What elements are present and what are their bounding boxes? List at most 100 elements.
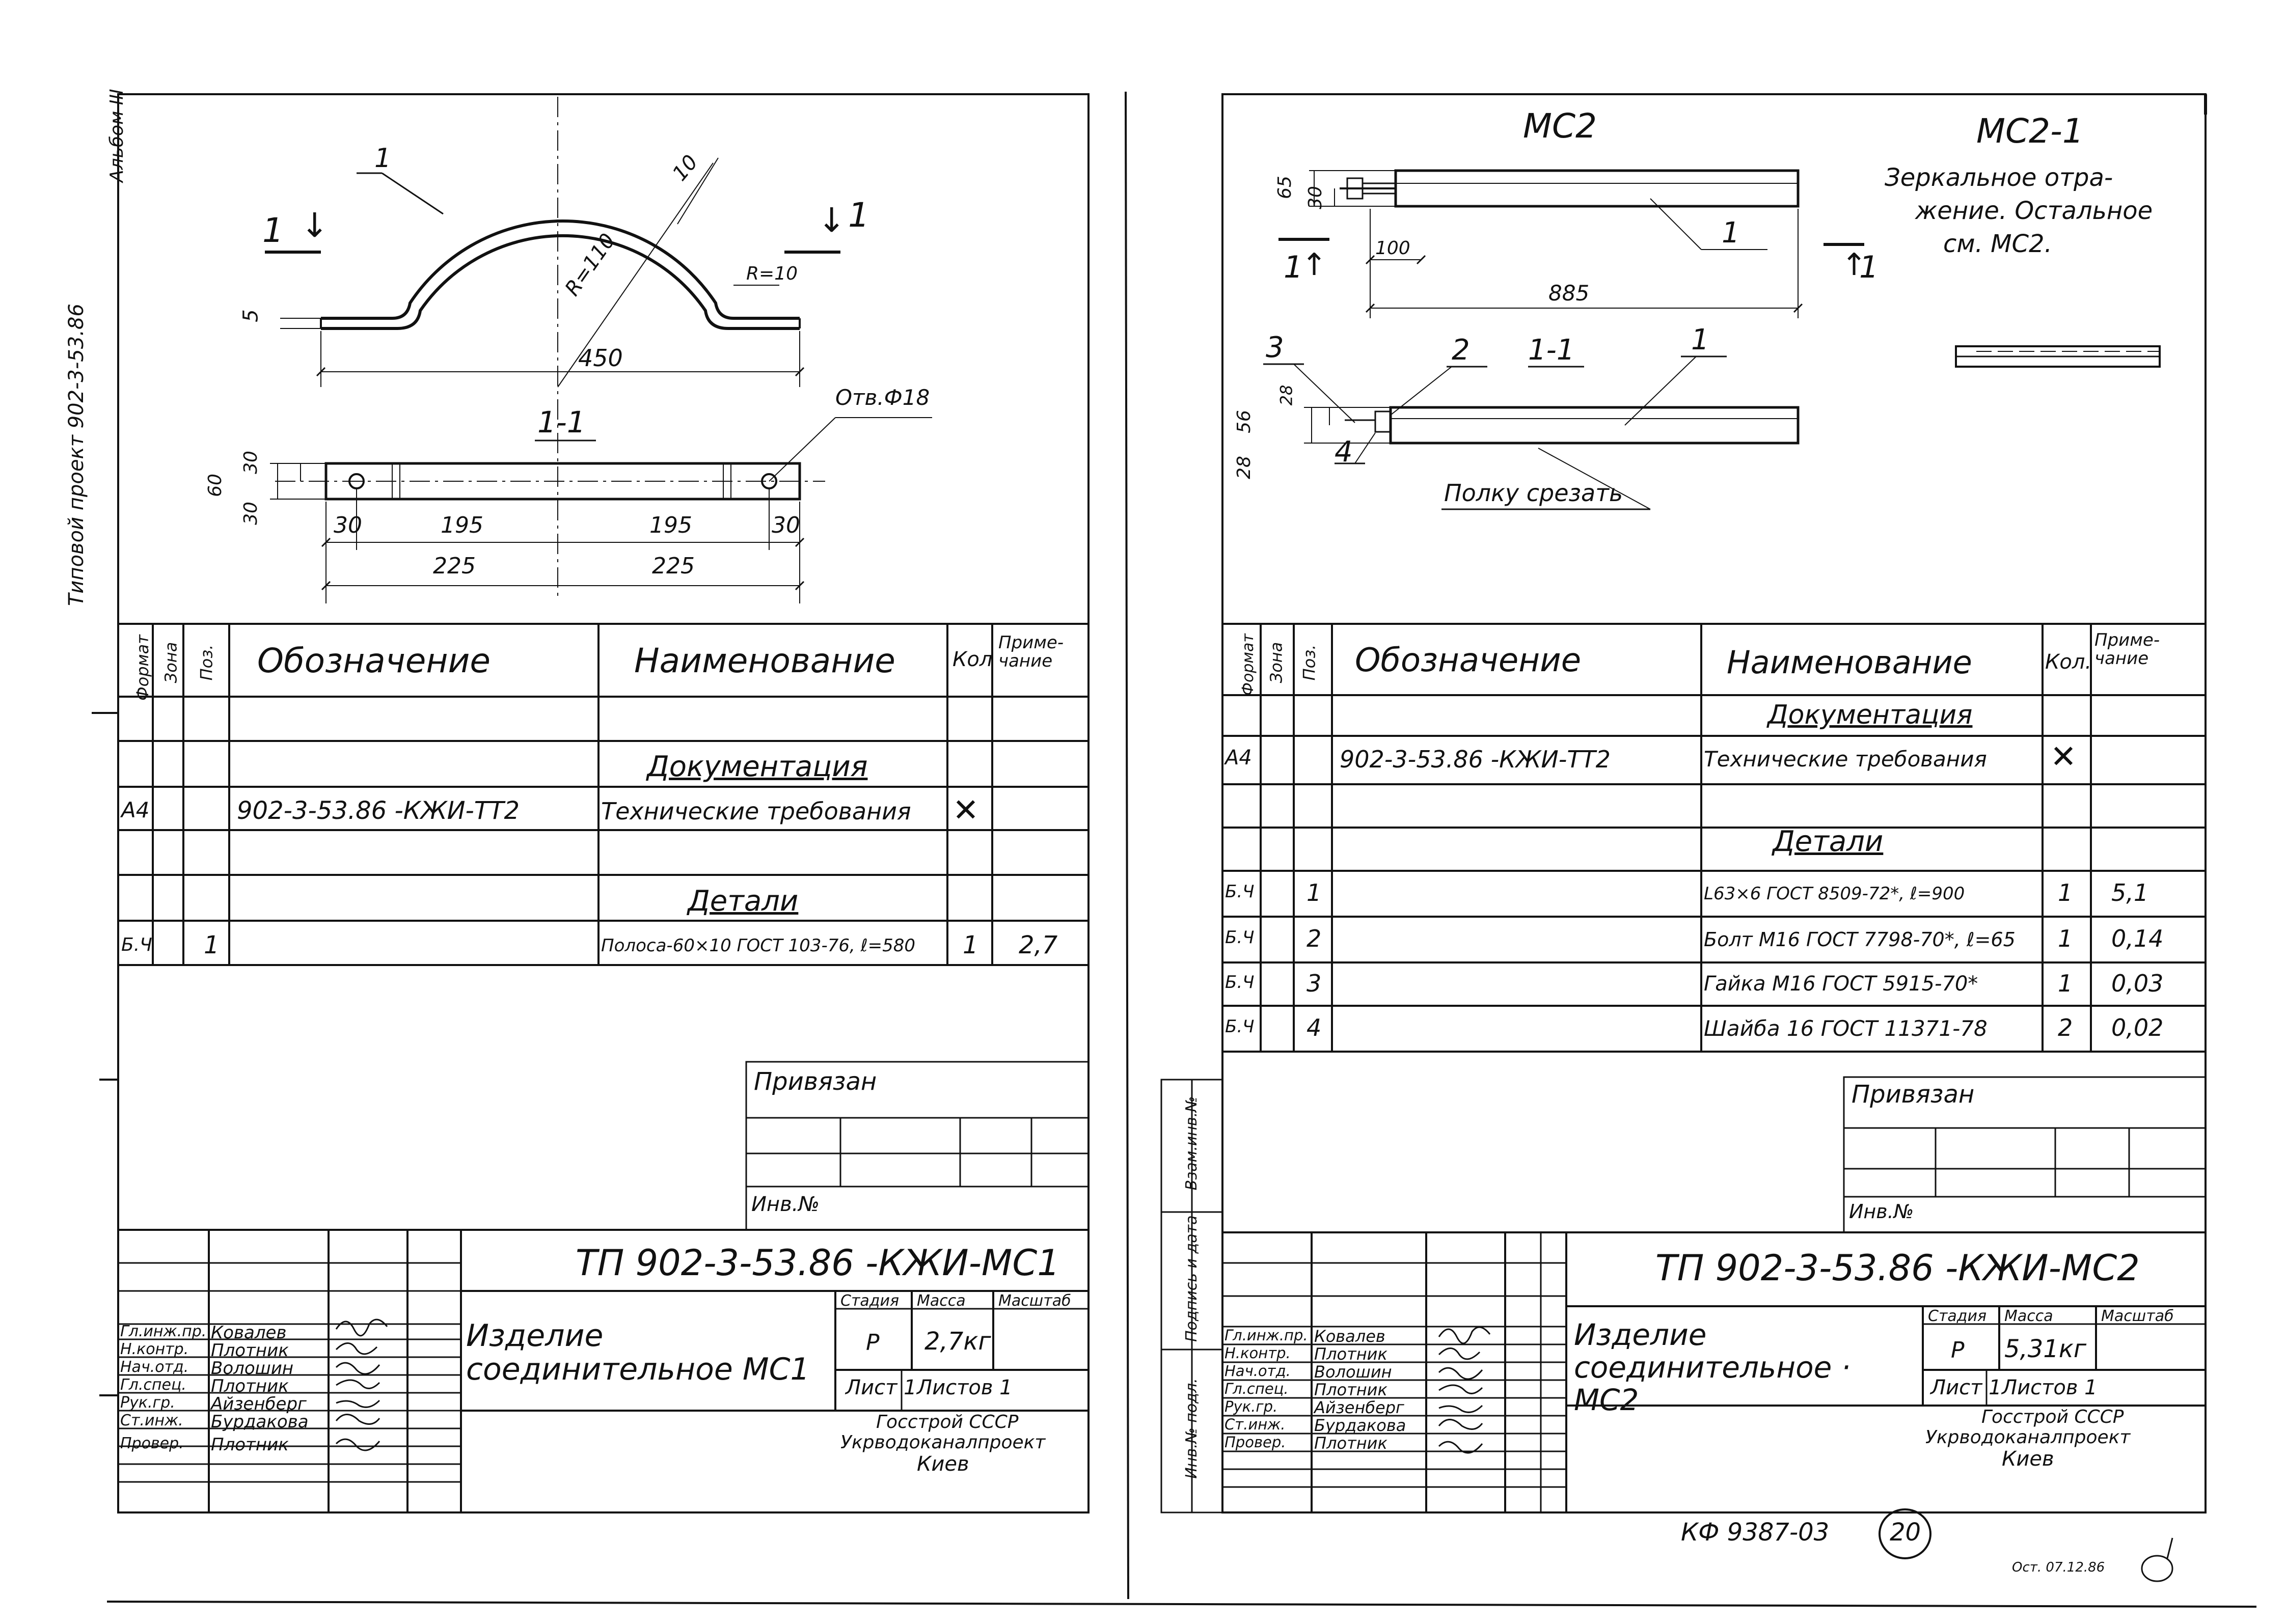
table-row: Б.Ч 3 Гайка М16 ГОСТ 5915-70* 1 0,03 <box>1222 962 2206 1006</box>
row-name: Гайка М16 ГОСТ 5915-70* <box>1704 972 1978 996</box>
mc2-dim-28a: 28 <box>1276 384 1296 406</box>
table-row: Б.Ч 2 Болт М16 ГОСТ 7798-70*, ℓ=65 1 0,1… <box>1222 917 2206 962</box>
mc1-header-pos: Поз. <box>197 644 216 681</box>
mc1-row1-name: Полоса-60×10 ГОСТ 103-76, ℓ=580 <box>601 935 916 956</box>
mc1-scale-label: Масштаб <box>998 1292 1071 1310</box>
mc2-1-mark: МС2-1 <box>1976 112 2084 151</box>
page-number: 20 <box>1890 1518 1921 1547</box>
mc1-privyazan: Привязан <box>754 1067 877 1096</box>
table-row: Б.Ч 4 Шайба 16 ГОСТ 11371-78 2 0,02 <box>1222 1006 2206 1052</box>
mc2-section-details: Детали <box>1773 825 1884 858</box>
mc1-clamp-inner <box>321 234 800 330</box>
mc1-section-doc: Документация <box>647 750 868 783</box>
left-margin-project-label: Типовой проект 902-3-53.86 <box>65 304 88 606</box>
row-pos: 1 <box>1307 879 1322 906</box>
mc2-dim-28b: 28 <box>1233 456 1255 479</box>
mc2-staff-row: Нач.отд. Волошин <box>1222 1364 1426 1381</box>
mc2-staff-row: Н.контр. Плотник <box>1222 1346 1426 1363</box>
row-format: Б.Ч <box>1225 1016 1255 1037</box>
mc1-doc-format: А4 <box>121 797 150 822</box>
mc2-dim-56: 56 <box>1233 410 1255 433</box>
left-margin-album: Альбом III <box>106 89 127 182</box>
mc2-sheet: Лист 1 <box>1930 1376 2002 1399</box>
staff-name: Плотник <box>211 1376 289 1396</box>
row-pos: 3 <box>1307 970 1322 997</box>
mc2-title: Изделие соединительное · МС2 <box>1574 1317 1851 1417</box>
staff-role: Гл.инж.пр. <box>120 1323 207 1340</box>
staff-name: Ковалев <box>211 1323 287 1343</box>
mc1-dim-225-right: 225 <box>652 553 695 579</box>
signatures <box>335 1318 1491 1454</box>
mc2-header-format: Формат <box>1239 634 1257 696</box>
staff-role: Н.контр. <box>120 1340 189 1358</box>
mc2-org2: Укрводоканалпроект <box>1925 1427 2131 1448</box>
archive-number: КФ 9387-03 <box>1681 1518 1830 1547</box>
mc2-privyazan: Привязан <box>1852 1080 1975 1109</box>
mc2-section-arrow-left: ↑ <box>1301 247 1327 283</box>
mc2-doc-designation: 902-3-53.86 -КЖИ-ТТ2 <box>1340 746 1611 773</box>
staff-role: Рук.гр. <box>1224 1398 1278 1415</box>
mc1-row1-pos: 1 <box>204 931 220 959</box>
staff-name: Плотник <box>211 1340 289 1361</box>
mc1-doc-qty: ✕ <box>953 791 979 829</box>
right-sheet-frame <box>1221 93 2207 1513</box>
row-pos: 4 <box>1307 1014 1322 1041</box>
mc1-org3: Киев <box>917 1452 969 1476</box>
staff-name: Волошин <box>211 1358 294 1379</box>
mc1-title-block-grid <box>118 1229 1088 1512</box>
mc1-inv-no: Инв.№ <box>751 1193 820 1216</box>
mc1-title: Изделие соединительное МС1 <box>466 1318 810 1387</box>
mc1-section-mark-left: 1 <box>262 211 284 250</box>
mc2-doc-name: Технические требования <box>1704 747 1987 772</box>
staff-name: Плотник <box>1314 1344 1387 1364</box>
mc1-header-note: Приме-чание <box>998 632 1064 671</box>
mc2-stage-label: Стадия <box>1928 1307 1987 1325</box>
staff-name: Айзенберг <box>1314 1398 1404 1417</box>
mc2-inv-no: Инв.№ <box>1849 1200 1914 1223</box>
mc2-dim-100: 100 <box>1375 238 1410 259</box>
mc1-section-arrow-left: ↓ <box>301 206 329 245</box>
mc2-staff-row: Гл.инж.пр. Ковалев <box>1222 1328 1426 1345</box>
mc1-section-mark-right: 1 <box>848 196 869 235</box>
mc1-header-designation: Обозначение <box>257 641 491 680</box>
mc2-stage: Р <box>1951 1337 1965 1363</box>
mc1-doc-designation: 902-3-53.86 -КЖИ-ТТ2 <box>237 796 520 825</box>
mc1-doc-name: Технические требования <box>601 797 911 825</box>
staff-name: Бурдакова <box>1314 1416 1406 1435</box>
mc1-mass-label: Масса <box>917 1292 966 1310</box>
staff-role: Провер. <box>1224 1434 1286 1451</box>
mc2-mark: МС2 <box>1523 106 1597 146</box>
mc1-bend-radius: R=10 <box>746 263 798 284</box>
mc2-header-designation: Обозначение <box>1355 642 1582 679</box>
mc2-header-zone: Зона <box>1266 642 1286 683</box>
mc2-mass-label: Масса <box>2004 1307 2053 1325</box>
row-qty: 1 <box>2058 925 2073 952</box>
mc1-org1: Госстрой СССР <box>876 1412 1019 1433</box>
side-label-inv-podl: Инв.№ подл. <box>1183 1378 1201 1479</box>
row-name: L63×6 ГОСТ 8509-72*, ℓ=900 <box>1704 884 1965 904</box>
mc1-dim-30-right: 30 <box>772 512 800 538</box>
mc1-staff-row: Гл.инж.пр. Ковалев <box>118 1323 332 1343</box>
mc1-dim-30a: 30 <box>240 451 261 474</box>
staff-role: Нач.отд. <box>120 1358 189 1376</box>
staff-name: Плотник <box>1314 1380 1387 1399</box>
mc1-dim-195-right: 195 <box>649 512 692 538</box>
mc1-stage-label: Стадия <box>840 1292 900 1310</box>
mc2-staff-row: Гл.спец. Плотник <box>1222 1382 1426 1399</box>
staff-name: Бурдакова <box>211 1412 309 1432</box>
staff-role: Нач.отд. <box>1224 1362 1291 1380</box>
row-qty: 1 <box>2058 879 2073 906</box>
mc2-doc-qty: ✕ <box>2050 738 2077 775</box>
archive-stamp: Ост. 07.12.86 <box>2012 1560 2105 1575</box>
mc2-angle-section <box>1389 406 1800 445</box>
row-note: 0,14 <box>2111 925 2164 952</box>
row-note: 5,1 <box>2111 879 2149 906</box>
row-note: 0,02 <box>2111 1014 2164 1041</box>
mc2-section-mark-left: 1 <box>1284 250 1303 285</box>
mc1-section-title: 1-1 <box>537 405 586 439</box>
mc1-staff-row: Гл.спец. Плотник <box>118 1378 332 1395</box>
staff-role: Ст.инж. <box>120 1412 183 1429</box>
mc2-mirror-note-3: см. МС2. <box>1943 230 2052 258</box>
mc1-header-qty: Кол <box>953 648 993 671</box>
